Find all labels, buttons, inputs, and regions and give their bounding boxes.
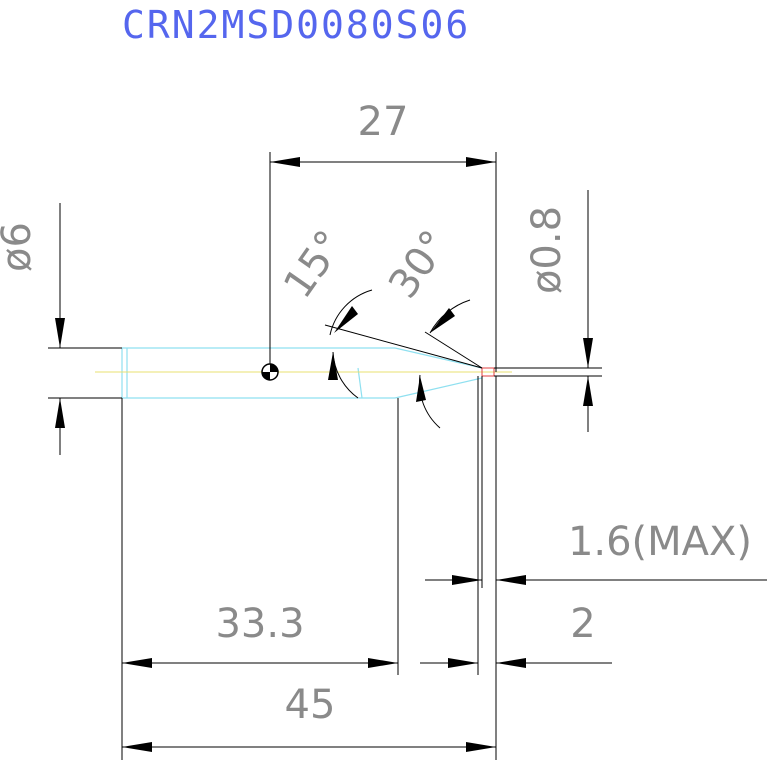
tip-extension-lines [477, 376, 497, 760]
dimension-2: 2 [420, 601, 612, 668]
dimension-45: 45 [122, 682, 496, 752]
dimension-label: 33.3 [215, 601, 304, 647]
dimension-shank-diameter: ø6 [0, 203, 122, 455]
tool-body [121, 347, 483, 399]
dimension-label: 27 [358, 99, 409, 145]
angle-30-dimension: 30° [380, 222, 483, 429]
dimension-label: 15° [275, 222, 353, 306]
dimension-33-3: 33.3 [121, 398, 399, 760]
dimension-27: 27 [269, 99, 497, 372]
dimension-label: ø6 [0, 222, 40, 272]
center-mark-icon [261, 363, 279, 381]
dimension-label: ø0.8 [524, 206, 570, 294]
dimension-label: 2 [570, 601, 595, 647]
dimension-label: 45 [285, 682, 336, 728]
dimension-tip-diameter: ø0.8 [494, 190, 602, 432]
dimension-1-6-max: 1.6(MAX) [425, 519, 767, 585]
part-number-title: CRN2MSD0080S06 [122, 3, 470, 47]
tool-tip [481, 367, 495, 377]
dimension-label: 30° [380, 222, 458, 306]
dimension-label: 1.6(MAX) [568, 519, 752, 565]
